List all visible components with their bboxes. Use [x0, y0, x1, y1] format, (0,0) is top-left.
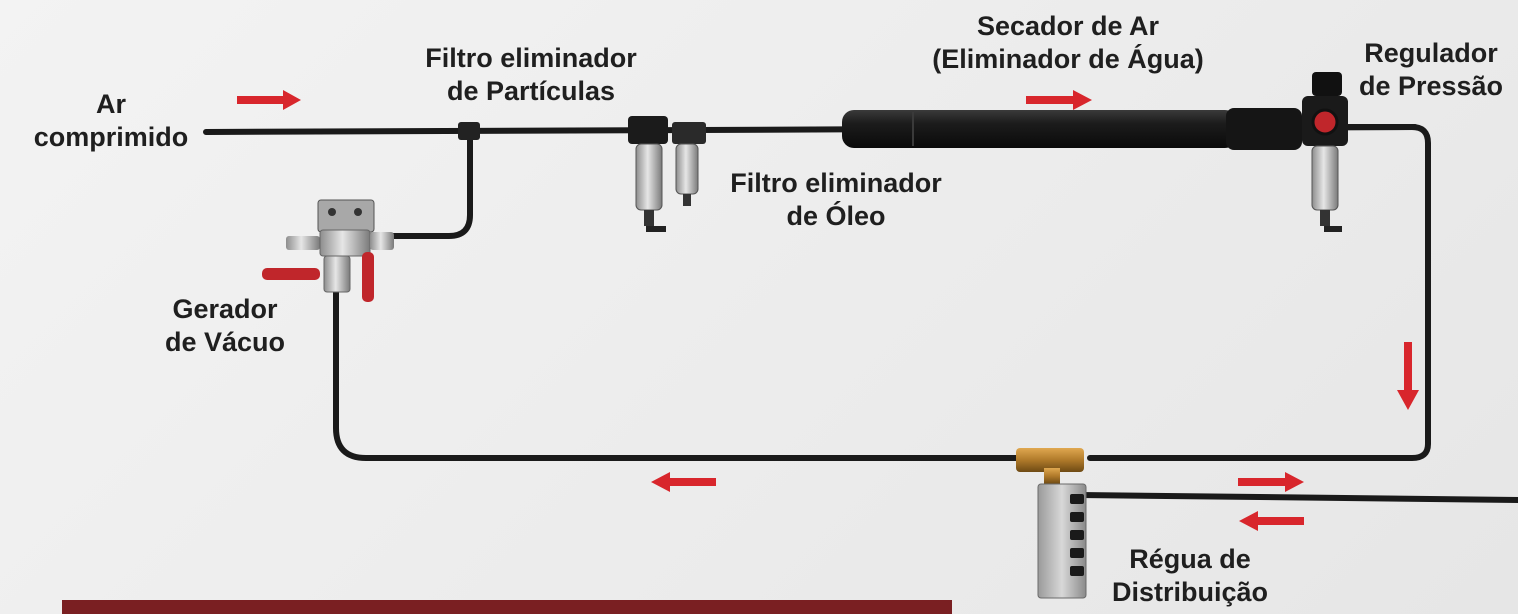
- flow-arrow-outlet-left: [1239, 511, 1304, 531]
- air-dryer-unit: [842, 108, 1302, 150]
- label-pressure-regulator: Regulador de Pressão: [1358, 38, 1504, 101]
- pressure-regulator-unit: [1302, 72, 1348, 232]
- footer-bar: [62, 600, 952, 614]
- right-loop-pipe: [1087, 124, 1431, 461]
- outlet-pipe: [1077, 492, 1518, 503]
- flow-arrow-return: [651, 472, 716, 492]
- label-air-inlet: Ar comprimido: [33, 89, 189, 152]
- tee-fitting: [458, 122, 480, 140]
- branch-to-vacuum-pipe: [389, 127, 473, 239]
- flow-arrow-down: [1397, 342, 1419, 410]
- distribution-manifold-unit: [1016, 448, 1087, 599]
- flow-arrow-outlet-right: [1238, 472, 1304, 492]
- flow-arrows: [237, 90, 1419, 531]
- label-oil-filter: Filtro eliminador de Óleo: [730, 168, 942, 231]
- particle-filter-unit: [628, 116, 706, 232]
- bottom-return-pipe: [333, 273, 1043, 461]
- flow-arrow-dryer: [1026, 90, 1092, 110]
- label-air-dryer: Secador de Ar (Eliminador de Água): [932, 11, 1204, 74]
- label-particle-filter: Filtro eliminador de Partículas: [425, 43, 637, 106]
- label-distribution-manifold: Régua de Distribuição: [1111, 544, 1269, 607]
- label-vacuum-generator: Gerador de Vácuo: [164, 294, 286, 357]
- vacuum-generator-unit: [262, 199, 394, 302]
- flow-arrow-inlet: [237, 90, 301, 110]
